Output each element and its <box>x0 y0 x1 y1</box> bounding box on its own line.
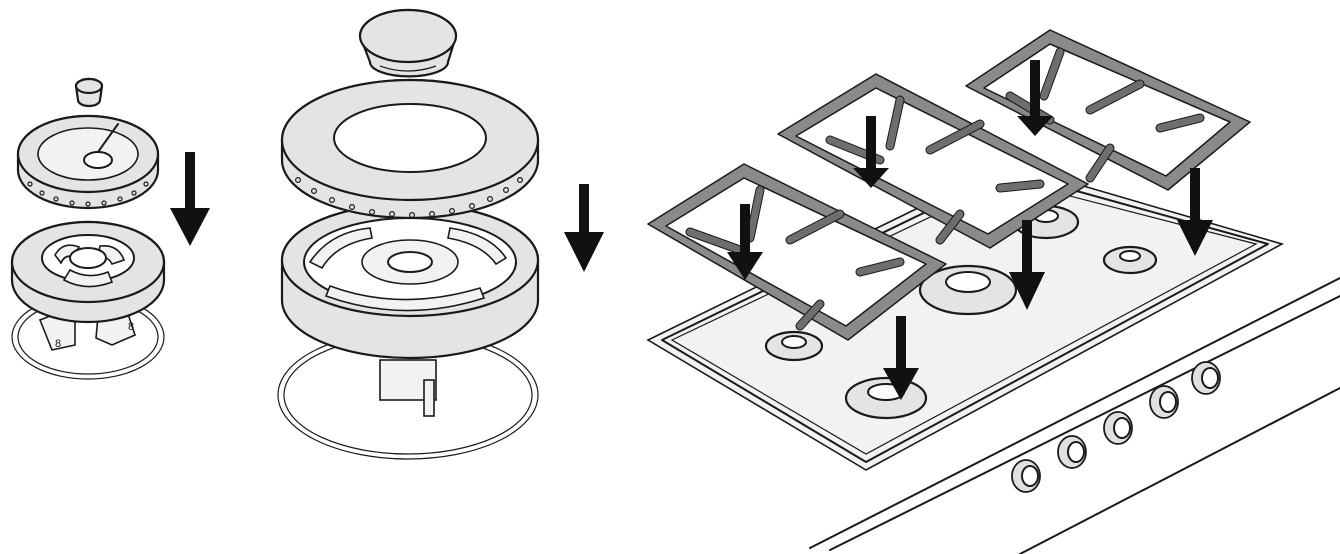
knob-2 <box>1057 435 1087 469</box>
control-knobs <box>1011 361 1221 493</box>
wok-burner-body <box>280 202 540 360</box>
knob-4 <box>1149 385 1179 419</box>
down-arrow-3 <box>1017 60 1053 136</box>
burner-wok <box>918 264 1018 316</box>
base-label-right: 8 <box>128 321 134 333</box>
wok-burner-panel <box>277 8 604 460</box>
cap-plate-holes <box>27 181 149 207</box>
wok-burner-crown <box>280 78 540 220</box>
knob-3 <box>1103 411 1133 445</box>
small-burner-cap <box>74 77 104 108</box>
wok-burner-cap <box>358 8 458 78</box>
crown-holes <box>295 177 523 219</box>
grate-center <box>777 73 1089 249</box>
knob-5 <box>1191 361 1221 395</box>
down-arrow-5 <box>1177 168 1213 256</box>
base-label-left: 8 <box>55 338 61 350</box>
hob-panel <box>646 29 1340 554</box>
hob-plate <box>646 163 1285 471</box>
down-arrow-6 <box>727 204 763 280</box>
small-burner-panel: 8 8 <box>10 77 210 380</box>
knob-1 <box>1011 459 1041 493</box>
down-arrow-2 <box>564 184 604 272</box>
down-arrow-7 <box>1009 220 1045 310</box>
small-burner-crown <box>10 220 166 324</box>
burner-right <box>1102 245 1158 275</box>
burner-front-left <box>764 330 824 362</box>
burner-front-center <box>844 376 928 420</box>
down-arrow-4 <box>853 116 889 188</box>
small-burner-cap-plate <box>16 114 160 210</box>
down-arrow-8 <box>883 316 919 400</box>
grate-left <box>647 163 947 341</box>
worktop-edge <box>809 277 1340 554</box>
hob-arrows <box>727 60 1213 400</box>
down-arrow-1 <box>170 152 210 246</box>
